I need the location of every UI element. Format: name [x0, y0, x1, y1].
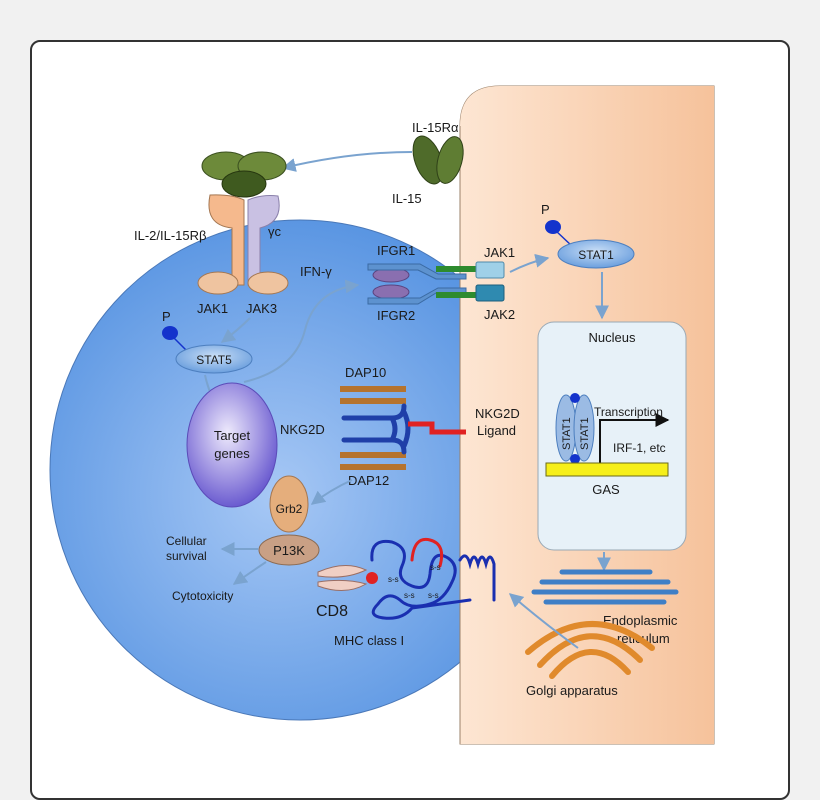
- cd8-label: CD8: [316, 603, 348, 620]
- gamma-c-label: γc: [268, 224, 282, 239]
- irf1-label: IRF-1, etc: [613, 441, 666, 455]
- dap12-label: DAP12: [348, 473, 389, 488]
- grb2-icon: [269, 475, 309, 533]
- transcription-arrow: [599, 413, 670, 463]
- gamma-c-receptor: [247, 195, 280, 286]
- ss-label-3: s-s: [404, 591, 415, 600]
- ifgr2-label: IFGR2: [377, 308, 415, 323]
- il15-transfer-arrow: [281, 151, 413, 172]
- jak2-icon: [475, 284, 505, 302]
- ifgr1-label: IFGR1: [377, 243, 415, 258]
- nucleus: [537, 321, 687, 551]
- stat1-icon: [557, 239, 635, 269]
- mhc-class-i-label: MHC class I: [334, 633, 404, 648]
- cytotoxicity-label: Cytotoxicity: [172, 589, 233, 603]
- il15ra-label: IL-15Rα: [412, 120, 459, 135]
- stat5-icon: [175, 344, 253, 374]
- jak3-label: JAK3: [246, 301, 277, 316]
- p13k-label: P13K: [273, 543, 305, 558]
- nucleus-label: Nucleus: [589, 330, 636, 345]
- phosphate-dimer-bottom-icon: [570, 454, 580, 464]
- il2-il15rb-label: IL-2/IL-15Rβ: [134, 228, 207, 243]
- gas-label: GAS: [592, 482, 620, 497]
- stat1-dimer-a-label: STAT1: [561, 417, 573, 450]
- nkg2d-ligand-label-2: Ligand: [477, 423, 516, 438]
- ss-label-2: s-s: [430, 563, 441, 572]
- dap12-bars: [340, 452, 406, 470]
- ifgr-receptor-icon: [367, 263, 476, 305]
- to-cytotoxicity-arrow: [232, 561, 267, 585]
- ifn-gamma-ligand-icon: [372, 267, 410, 300]
- jak2-label: JAK2: [484, 307, 515, 322]
- dap12-to-grb2-arrow: [310, 479, 353, 505]
- jak1-left-label: JAK1: [197, 301, 228, 316]
- golgi-to-mhc-arrow: [508, 593, 579, 649]
- dap10-bars: [340, 386, 406, 404]
- jak-to-stat5-arrow: [220, 317, 251, 343]
- endoplasmic-reticulum-icon: [531, 569, 679, 605]
- mhc-class-i-icon: [370, 537, 496, 620]
- target-genes-label-1: Target: [214, 428, 251, 443]
- jak-to-stat1-arrow: [509, 253, 550, 273]
- nkg2d-label: NKG2D: [280, 422, 325, 437]
- phosphate-dimer-top-icon: [570, 393, 580, 403]
- ifn-gamma-arrow: [243, 279, 360, 383]
- ss-label-4: s-s: [428, 591, 439, 600]
- golgi-apparatus-icon: [525, 621, 655, 679]
- er-label-1: Endoplasmic: [603, 613, 678, 628]
- phosphate-right-icon: [545, 220, 561, 234]
- stat1-dimer-b-icon: [573, 394, 595, 462]
- p13k-icon: [258, 534, 320, 566]
- gas-element: [545, 462, 669, 477]
- golgi-label: Golgi apparatus: [526, 683, 618, 698]
- jak1-right-label: JAK1: [484, 245, 515, 260]
- nkg2d-ligand-label-1: NKG2D: [475, 406, 520, 421]
- nkg2d-receptor-icon: [341, 403, 411, 455]
- transcription-label: Transcription: [594, 405, 663, 419]
- stat5-label: STAT5: [196, 353, 232, 367]
- ifn-gamma-label: IFN-γ: [300, 264, 332, 279]
- dap10-label: DAP10: [345, 365, 386, 380]
- p-right-label: P: [541, 202, 550, 217]
- il15-receptor-complex: [412, 135, 464, 185]
- stat1-label: STAT1: [578, 248, 614, 262]
- jak3-icon: [247, 271, 289, 295]
- stat1-dimer-b-label: STAT1: [579, 417, 591, 450]
- nkg2d-ligand-icon: [408, 421, 466, 435]
- cellular-survival-label-2: survival: [166, 549, 207, 563]
- grb2-label: Grb2: [276, 502, 303, 516]
- phosphate-left-icon: [162, 326, 178, 340]
- p-left-label: P: [162, 309, 171, 324]
- jak1-left-icon: [197, 271, 239, 295]
- jak1-right-icon: [475, 261, 505, 279]
- cellular-survival-label-1: Cellular: [166, 534, 207, 548]
- ss-label-1: s-s: [388, 575, 399, 584]
- target-genes-icon: [186, 382, 278, 508]
- il15-bound-icon: [201, 151, 287, 198]
- target-genes-label-2: genes: [214, 446, 250, 461]
- cd8-icon: [317, 565, 378, 591]
- il15-label: IL-15: [392, 191, 422, 206]
